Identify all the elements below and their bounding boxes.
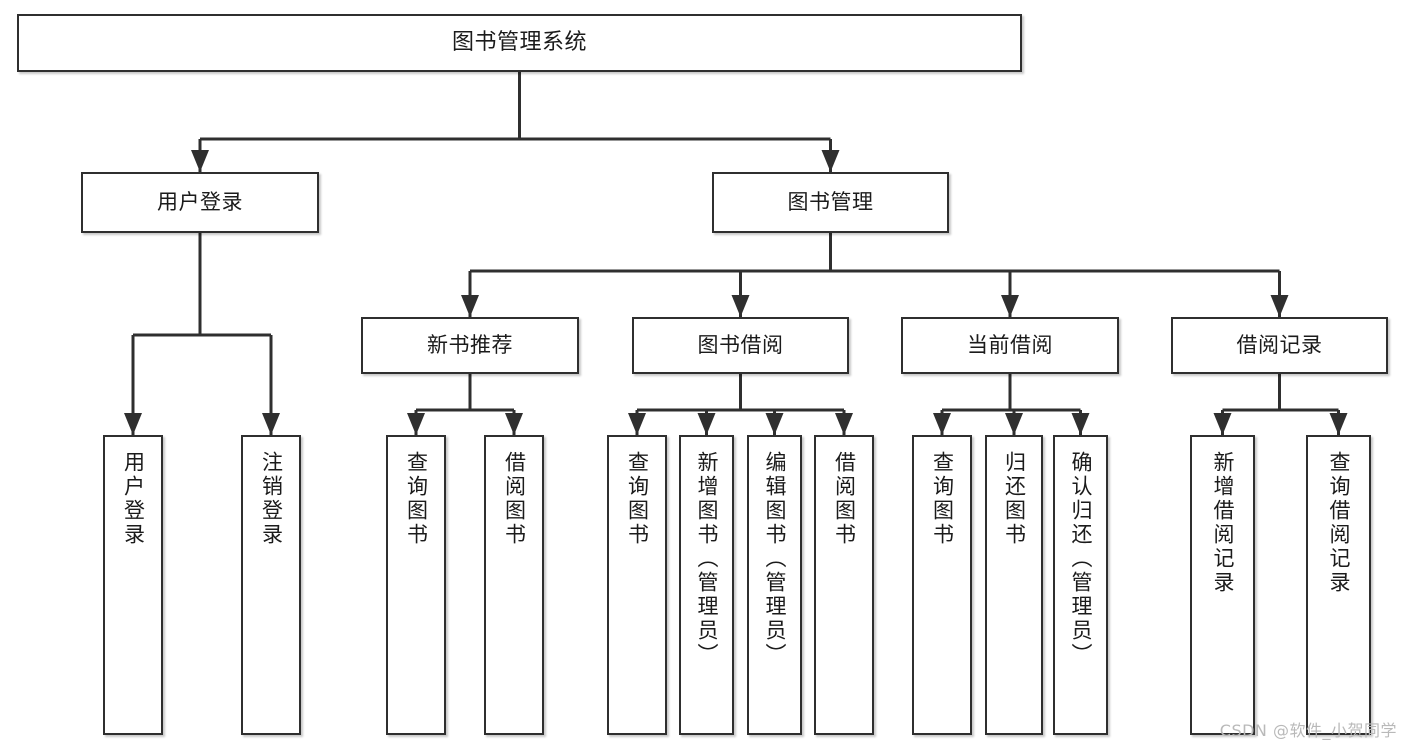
node-book-manage[interactable]: 图书管理 <box>712 172 949 233</box>
node-label: 图书管理系统 <box>451 30 587 56</box>
leaf-user-login[interactable]: 用户登录 <box>103 435 163 735</box>
node-label: 归还图书 <box>1002 451 1027 547</box>
leaf-confirm-return[interactable]: 确认归还（管理员） <box>1053 435 1108 735</box>
leaf-add-book[interactable]: 新增图书（管理员） <box>679 435 734 735</box>
node-label: 用户登录 <box>157 190 243 215</box>
leaf-edit-book[interactable]: 编辑图书（管理员） <box>747 435 802 735</box>
leaf-add-borrow-record[interactable]: 新增借阅记录 <box>1190 435 1255 735</box>
node-label: 查询图书 <box>404 451 429 547</box>
leaf-borrow-book-2[interactable]: 借阅图书 <box>814 435 874 735</box>
node-book-borrow[interactable]: 图书借阅 <box>632 317 849 374</box>
leaf-query-book-2[interactable]: 查询图书 <box>607 435 667 735</box>
node-label: 用户登录 <box>121 451 146 547</box>
node-label: 新增图书（管理员） <box>695 451 719 667</box>
node-user-login[interactable]: 用户登录 <box>81 172 319 233</box>
node-label: 编辑图书（管理员） <box>763 451 787 667</box>
node-label: 当前借阅 <box>967 333 1053 358</box>
node-label: 确认归还（管理员） <box>1069 451 1093 667</box>
leaf-query-book-3[interactable]: 查询图书 <box>912 435 972 735</box>
node-current-borrow[interactable]: 当前借阅 <box>901 317 1119 374</box>
node-label: 查询图书 <box>625 451 650 547</box>
node-label: 查询图书 <box>930 451 955 547</box>
node-label: 借阅图书 <box>502 451 527 547</box>
node-borrow-record[interactable]: 借阅记录 <box>1171 317 1388 374</box>
node-label: 借阅图书 <box>832 451 857 547</box>
node-new-book-recommend[interactable]: 新书推荐 <box>361 317 579 374</box>
leaf-return-book[interactable]: 归还图书 <box>985 435 1043 735</box>
node-label: 新增借阅记录 <box>1211 451 1235 595</box>
node-label: 查询借阅记录 <box>1327 451 1351 595</box>
watermark-text: CSDN @软件_小贺同学 <box>1219 721 1397 740</box>
node-label: 新书推荐 <box>427 333 513 358</box>
node-root[interactable]: 图书管理系统 <box>17 14 1022 72</box>
node-label: 借阅记录 <box>1236 333 1323 358</box>
leaf-borrow-book-1[interactable]: 借阅图书 <box>484 435 544 735</box>
leaf-logout[interactable]: 注销登录 <box>241 435 301 735</box>
leaf-query-borrow-record[interactable]: 查询借阅记录 <box>1306 435 1371 735</box>
node-label: 图书借阅 <box>697 333 784 358</box>
node-label: 图书管理 <box>787 190 874 215</box>
node-label: 注销登录 <box>259 451 284 547</box>
leaf-query-book-1[interactable]: 查询图书 <box>386 435 446 735</box>
